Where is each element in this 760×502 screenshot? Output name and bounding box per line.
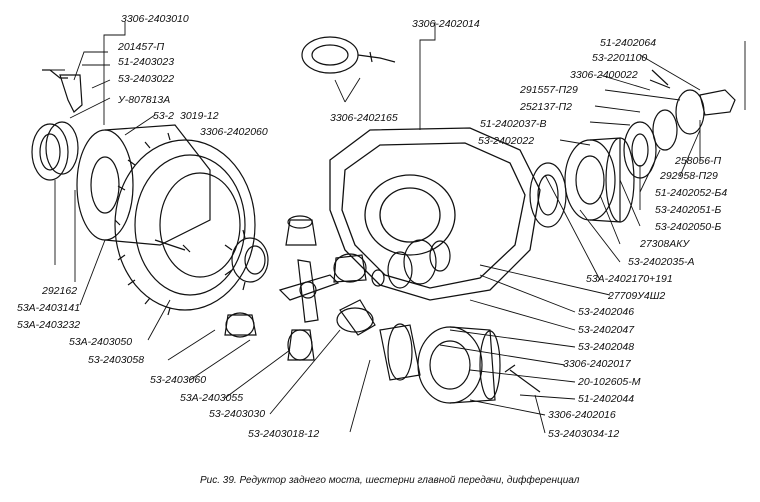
label-291557-p29: 291557-П29 (520, 84, 578, 96)
label-3019-12: 3019-12 (180, 110, 219, 122)
label-53-2402022: 53-2402022 (478, 135, 535, 147)
label-3306-2402017: 3306-2402017 (563, 358, 631, 370)
label-258056-p: 258056-П (675, 155, 722, 167)
bolt-top (42, 69, 83, 113)
label-53a-2403232: 53А-2403232 (17, 319, 81, 331)
pinion-bearing (387, 239, 451, 289)
drive-pinion (336, 299, 421, 381)
breather (301, 36, 396, 74)
label-51-2402052-b4: 51-2402052-Б4 (655, 187, 728, 199)
leader-lines (46, 22, 746, 434)
label-53-2403060: 53-2403060 (150, 374, 207, 386)
label-27308aku: 27308АКУ (640, 238, 690, 250)
spider-cross (278, 259, 340, 323)
side-gear (224, 229, 269, 291)
right-bearing (623, 89, 736, 179)
housing-pinion (333, 253, 367, 283)
upper-pinion (285, 215, 317, 246)
label-53a-2402170-191: 53А-2402170+191 (586, 273, 673, 285)
label-51-2402044: 51-2402044 (578, 393, 635, 405)
label-3306-2402016: 3306-2402016 (548, 409, 616, 421)
label-53-2402050-b: 53-2402050-Б (655, 221, 722, 233)
companion-flange (417, 326, 501, 404)
label-53-2403034-12: 53-2403034-12 (548, 428, 620, 440)
label-53-2402046: 53-2402046 (578, 306, 635, 318)
housing (329, 127, 541, 301)
label-201457-p: 201457-П (118, 41, 165, 53)
label-292958-p29: 292958-П29 (660, 170, 718, 182)
diff-case-left (76, 124, 211, 246)
figure-caption: Рис. 39. Редуктор заднего моста, шестерн… (200, 475, 580, 486)
nut-bolt (649, 69, 671, 89)
label-3306-2400022: 3306-2400022 (570, 69, 638, 81)
label-51-2403023: 51-2403023 (118, 56, 175, 68)
gear-bolt (154, 239, 191, 253)
label-53a-2403141: 53А-2403141 (17, 302, 81, 314)
label-292162: 292162 (42, 285, 78, 297)
small-washer (371, 269, 385, 287)
label-53-2403058: 53-2403058 (88, 354, 145, 366)
label-53-2402047: 53-2402047 (578, 324, 635, 336)
label-53-2403018-12: 53-2403018-12 (248, 428, 320, 440)
small-pinion (224, 312, 257, 338)
label-53-2402048: 53-2402048 (578, 341, 635, 353)
label-51-2402037-v: 51-2402037-В (480, 118, 547, 130)
label-20-102605-m: 20-102605-М (578, 376, 641, 388)
label-53-2: 53-2 (153, 110, 175, 122)
label-53a-2403050: 53А-2403050 (69, 336, 133, 348)
left-bearing (31, 121, 79, 181)
label-53-2402051-b: 53-2402051-Б (655, 204, 722, 216)
label-53-2201100: 53-2201100 (592, 52, 648, 64)
label-u-807813a: У-807813А (118, 94, 171, 106)
label-3306-2402060: 3306-2402060 (200, 126, 268, 138)
label-53a-2403055: 53А-2403055 (180, 392, 244, 404)
label-3306-2403010: 3306-2403010 (121, 13, 189, 25)
right-flange (529, 137, 635, 228)
label-53-2402035-a: 53-2402035-А (628, 256, 695, 268)
label-252137-p2: 252137-П2 (520, 101, 572, 113)
ring-gear (114, 132, 256, 316)
flange-bolt (504, 364, 541, 393)
label-3306-2402014: 3306-2402014 (412, 18, 480, 30)
label-27709u4sh2: 27709У4Ш2 (608, 290, 666, 302)
label-53-2403022: 53-2403022 (118, 73, 175, 85)
label-51-2402064: 51-2402064 (600, 37, 657, 49)
label-3306-2402165: 3306-2402165 (330, 112, 398, 124)
label-53-2403030: 53-2403030 (209, 408, 266, 420)
pinion-2 (287, 329, 315, 361)
